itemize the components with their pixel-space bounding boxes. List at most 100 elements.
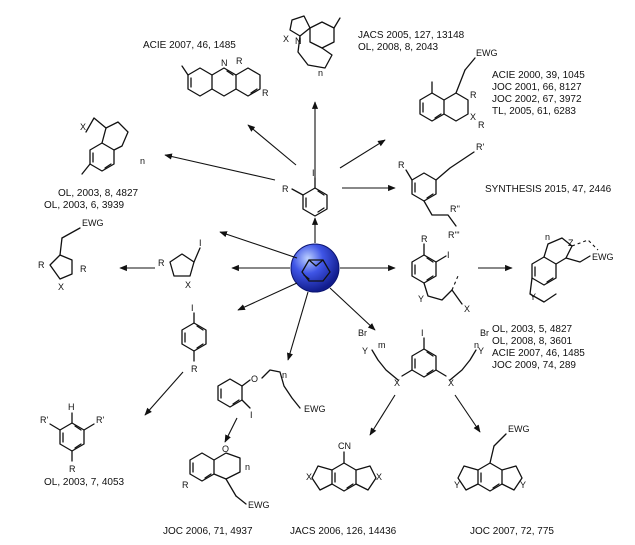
bis-bromide-iodoarene-substrate: I X X Y Y Br Br m n: [358, 328, 489, 388]
chroman-product: O n R EWG JOC 2006, 71, 4937: [163, 444, 270, 537]
x-label: X: [283, 34, 289, 44]
reference-ol-2003-a: OL, 2003, 8, 4827: [58, 188, 139, 199]
iodo-heteroarene-substrate: I R X: [158, 238, 202, 290]
iodo-label: I: [447, 250, 450, 260]
reference-jacs-2006: JACS 2006, 126, 14436: [290, 526, 397, 537]
x-label: X: [306, 472, 312, 482]
m-subscript: m: [378, 340, 386, 350]
x-label: X: [448, 378, 454, 388]
x-label: X: [464, 304, 470, 314]
ewg-label: EWG: [82, 218, 104, 228]
tethered-iodoarene-substrate: R I Y X: [411, 234, 470, 314]
r-prime-label: R': [40, 415, 48, 425]
x-label: X: [394, 378, 400, 388]
terphenyl-product: H R' R' R OL, 2003, 7, 4053: [40, 402, 125, 488]
x-label: X: [470, 112, 476, 122]
norbornene-catalyst: [290, 243, 340, 293]
ewg-label: EWG: [476, 48, 498, 58]
r-label: R: [191, 364, 198, 374]
reference-joc-2009: JOC 2009, 74, 289: [492, 360, 576, 371]
iodoarene-substrate: I R: [282, 168, 328, 217]
reference-jacs-2005: JACS 2005, 127, 13148: [358, 30, 465, 41]
reference-ol-2008: OL, 2008, 8, 2043: [358, 42, 439, 53]
vinyl-heteroarene-product: EWG R R X: [38, 218, 104, 292]
x-label: X: [80, 122, 86, 132]
y-label: Y: [530, 292, 536, 302]
o-label: O: [251, 374, 258, 384]
reference-synthesis-2015: SYNTHESIS 2015, 47, 2446: [485, 184, 612, 195]
y-label: Y: [478, 346, 484, 356]
reference-tl-2005: TL, 2005, 61, 6283: [492, 106, 576, 117]
r-label: R: [478, 120, 485, 130]
r-label: R: [69, 464, 76, 474]
reference-ol-2003-d: OL, 2003, 5, 4827: [492, 324, 573, 335]
benzofused-product: X n OL, 2003, 8, 4827 OL, 2003, 6, 3939: [44, 117, 145, 211]
n-subscript: n: [140, 156, 145, 166]
n-subscript: n: [245, 462, 250, 472]
cn-label: CN: [338, 441, 351, 451]
n-subscript: n: [474, 340, 479, 350]
ewg-label: EWG: [304, 404, 326, 414]
r-prime-label: R': [476, 142, 484, 152]
x-label: X: [376, 472, 382, 482]
r-prime-label: R': [96, 415, 104, 425]
vinyl-tricycle-product: EWG Y Y JOC 2007, 72, 775: [454, 424, 554, 537]
styrene-product: R R' R'' R''' SYNTHESIS 2015, 47, 2446: [398, 142, 612, 240]
iodo-label: I: [421, 328, 424, 338]
x-label: X: [185, 280, 191, 290]
z-label: Z: [568, 238, 574, 248]
phenanthridine-product: N R R ACIE 2007, 46, 1485: [143, 40, 269, 98]
reference-ol-2003-c: OL, 2003, 7, 4053: [44, 477, 125, 488]
pyrrole-azepine-product: X N n JACS 2005, 127, 13148 OL, 2008, 8,…: [283, 15, 465, 78]
n-subscript: n: [282, 370, 287, 380]
r-label: R: [398, 160, 405, 170]
r-label: R: [38, 260, 45, 270]
r-label: R: [80, 264, 87, 274]
ewg-label: EWG: [248, 500, 270, 510]
reference-acie-2000: ACIE 2000, 39, 1045: [492, 70, 585, 81]
reference-joc-2002: JOC 2002, 67, 3972: [492, 94, 582, 105]
iodo-label: I: [312, 168, 315, 178]
r-label: R: [182, 480, 189, 490]
h-label: H: [68, 402, 75, 412]
x-label: X: [58, 282, 64, 292]
ewg-label: EWG: [592, 252, 614, 262]
reference-joc-2006: JOC 2006, 71, 4937: [163, 526, 253, 537]
r-label: R: [282, 184, 289, 194]
r-tprime-label: R''': [448, 230, 460, 240]
nitrile-tricycle-product: CN X X JACS 2006, 126, 14436: [290, 441, 397, 537]
n-label: N: [221, 58, 228, 68]
iodo-label: I: [191, 303, 194, 313]
n-label: N: [295, 36, 302, 46]
y-label: Y: [454, 480, 460, 490]
r-label: R: [158, 258, 165, 268]
n-subscript: n: [318, 68, 323, 78]
reaction-arrows: [119, 101, 513, 443]
r-label: R: [236, 56, 243, 66]
ewg-label: EWG: [508, 424, 530, 434]
tetralin-ewg-product: EWG R X R ACIE 2000, 39, 1045 JOC 2001, …: [419, 48, 585, 130]
reference-joc-2007: JOC 2007, 72, 775: [470, 526, 554, 537]
r-label: R: [262, 88, 269, 98]
reference-ol-2008-b: OL, 2008, 8, 3601: [492, 336, 573, 347]
bromo-label: Br: [358, 328, 367, 338]
bromo-label: Br: [480, 328, 489, 338]
r-dprime-label: R'': [450, 204, 460, 214]
para-iodoarene-substrate: I R: [181, 303, 207, 374]
polycyclic-ewg-product: Z EWG Y n OL, 2003, 5, 4827 OL, 2008, 8,…: [492, 232, 614, 371]
y-label: Y: [520, 480, 526, 490]
r-label: R: [470, 90, 477, 100]
iodo-label: I: [250, 410, 253, 420]
r-label: R: [421, 234, 428, 244]
reference-acie-2007: ACIE 2007, 46, 1485: [143, 40, 236, 51]
y-label: Y: [418, 294, 424, 304]
reference-joc-2001: JOC 2001, 66, 8127: [492, 82, 582, 93]
iodo-label: I: [199, 238, 202, 248]
iodophenyl-ether-substrate: O I n EWG: [217, 369, 326, 420]
reference-ol-2003-b: OL, 2003, 6, 3939: [44, 200, 125, 211]
y-label: Y: [362, 346, 368, 356]
n-subscript: n: [545, 232, 550, 242]
o-label: O: [222, 444, 229, 454]
reference-acie-2007-b: ACIE 2007, 46, 1485: [492, 348, 585, 359]
